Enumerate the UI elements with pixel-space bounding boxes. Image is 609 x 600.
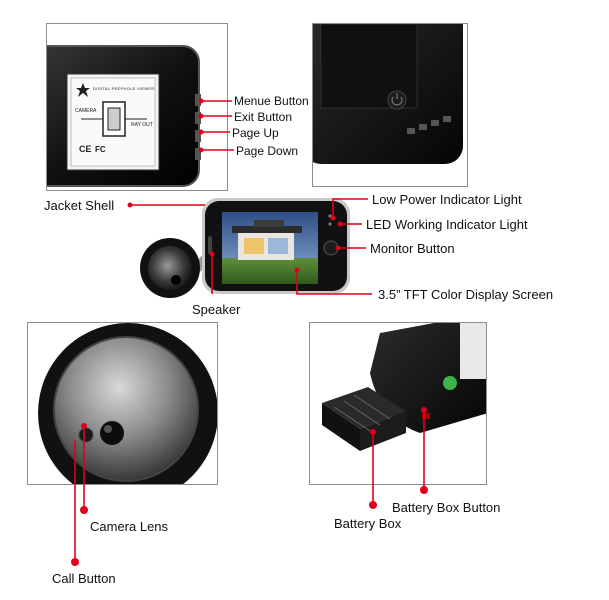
battery-box-illustration bbox=[322, 323, 486, 451]
speaker-slot-icon bbox=[208, 236, 212, 254]
label-battery-box: Battery Box bbox=[334, 516, 402, 531]
rear-label-camera: CAMERA bbox=[75, 108, 97, 114]
rear-view-illustration bbox=[47, 45, 201, 187]
label-low-power-indicator: Low Power Indicator Light bbox=[372, 192, 522, 207]
label-battery-box-button: Battery Box Button bbox=[392, 500, 501, 515]
camera-lens-panel bbox=[27, 322, 218, 485]
monitor-corner-panel bbox=[312, 23, 468, 187]
label-page-up: Page Up bbox=[232, 126, 279, 140]
label-led-working-indicator: LED Working Indicator Light bbox=[366, 217, 528, 232]
rear-label-ce: CE bbox=[79, 144, 92, 154]
label-page-down: Page Down bbox=[236, 144, 299, 158]
rear-label-title: DIGITAL PEEPHOLE VIEWER bbox=[93, 86, 155, 91]
label-camera-lens: Camera Lens bbox=[90, 519, 169, 534]
monitor-unit bbox=[202, 198, 350, 294]
battery-tray bbox=[322, 387, 406, 451]
label-speaker: Speaker bbox=[192, 302, 241, 317]
monitor-corner-illustration bbox=[313, 24, 463, 164]
camera-lens-illustration bbox=[38, 323, 217, 484]
brand-star-logo bbox=[76, 83, 90, 97]
label-display-screen: 3.5” TFT Color Display Screen bbox=[378, 287, 554, 302]
power-button-icon bbox=[387, 90, 407, 110]
rear-label-ray-out: RAY OUT bbox=[131, 122, 153, 128]
rear-label-fc: FC bbox=[95, 145, 106, 154]
label-exit-button: Exit Button bbox=[234, 110, 293, 124]
label-monitor-button: Monitor Button bbox=[370, 241, 455, 256]
label-menue-button: Menue Button bbox=[234, 94, 309, 108]
label-call-button: Call Button bbox=[52, 571, 116, 586]
battery-box-panel bbox=[309, 322, 487, 485]
rear-view-panel: DIGITAL PEEPHOLE VIEWER CAMERA RAY OUT C… bbox=[46, 23, 228, 191]
label-jacket-shell: Jacket Shell bbox=[44, 198, 115, 213]
